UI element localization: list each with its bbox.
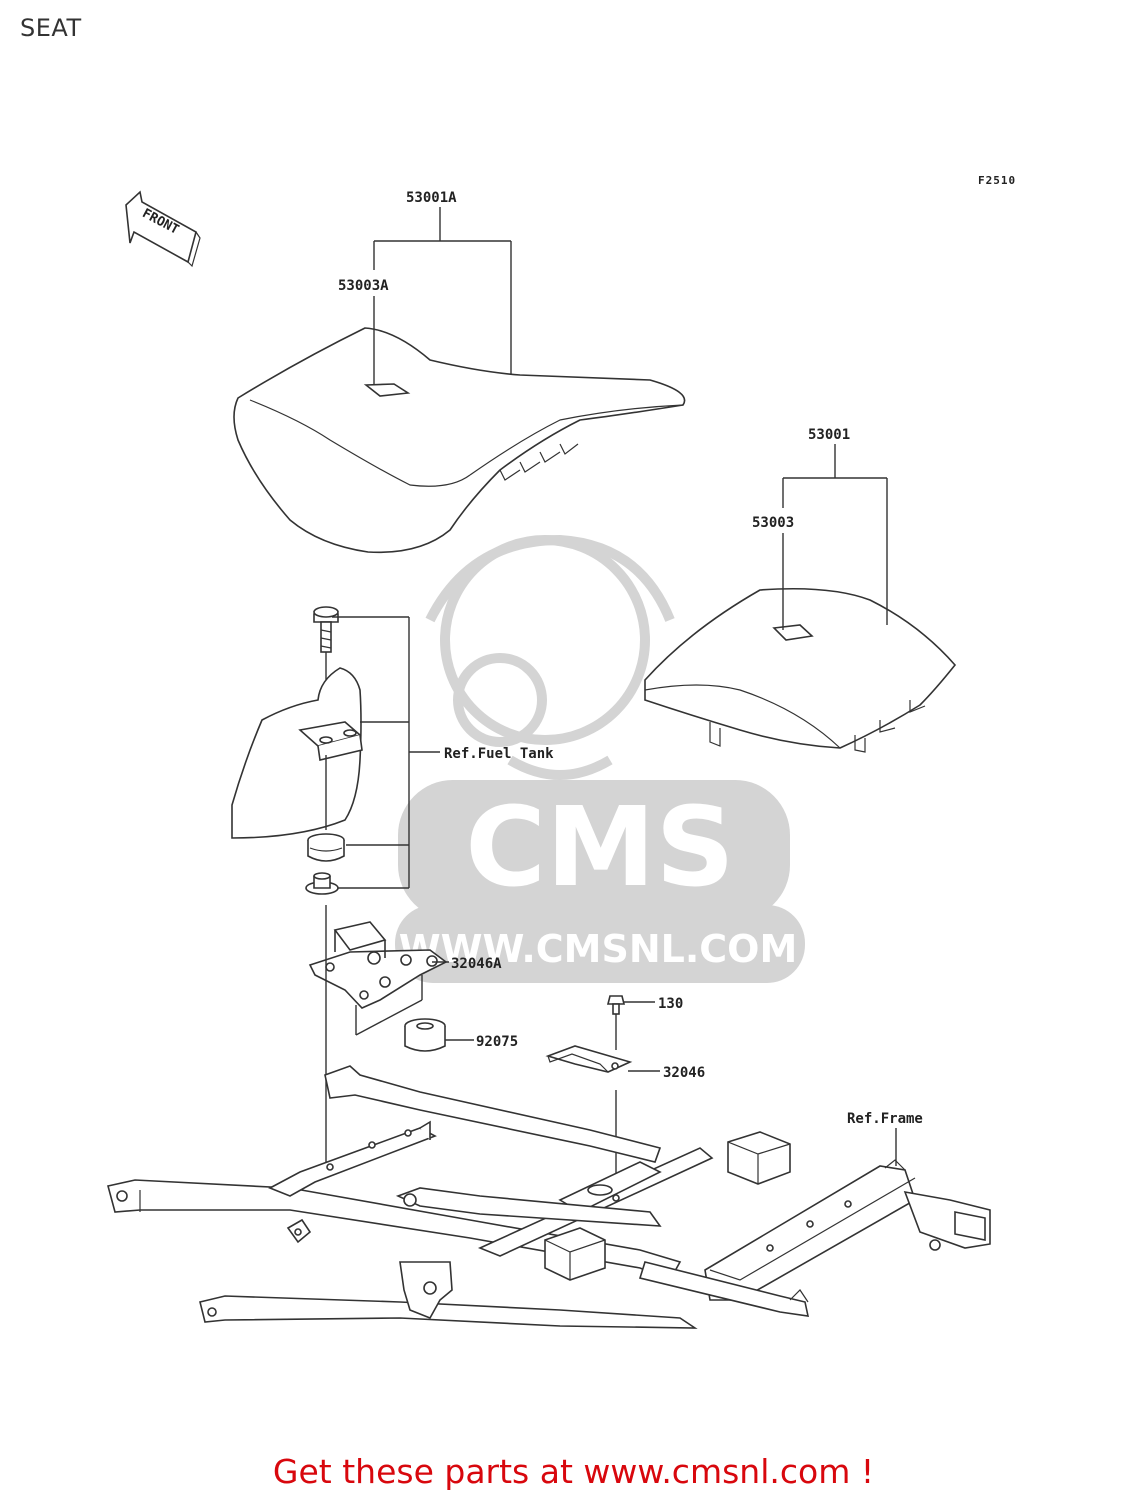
callout-53001A: 53001A: [406, 190, 457, 206]
watermark-cms-text: CMS: [465, 783, 734, 911]
watermark-badge: [398, 780, 790, 920]
callout-92075: 92075: [476, 1034, 518, 1050]
footer-link[interactable]: Get these parts at www.cmsnl.com !: [272, 1452, 875, 1491]
bracket-32046: [545, 1045, 633, 1073]
watermark-mascot-helmet: [425, 534, 675, 623]
front-direction-arrow: FRONT: [125, 190, 201, 268]
fuel-tank-bracket: [231, 667, 363, 839]
callout-53003A: 53003A: [338, 278, 389, 294]
callout-53001: 53001: [808, 427, 850, 443]
grommet: [307, 833, 345, 862]
callout-32046: 32046: [663, 1065, 705, 1081]
callout-53003: 53003: [752, 515, 794, 531]
watermark-url-text: WWW.CMSNL.COM: [399, 927, 798, 971]
watermark-url-badge: [395, 905, 805, 983]
bolt-130: [606, 995, 626, 1015]
seat-emblem: [363, 383, 411, 397]
callout-ref-frame: Ref.Frame: [847, 1111, 923, 1127]
callout-130: 130: [658, 996, 683, 1012]
rear-seat: [644, 587, 957, 753]
callout-ref-fuel-tank: Ref.Fuel Tank: [444, 746, 554, 762]
bracket-32046A: [308, 921, 448, 1009]
rubber-mount-92075: [404, 1018, 446, 1052]
collar: [305, 872, 339, 895]
callout-32046A: 32046A: [451, 956, 502, 972]
page-title: SEAT: [20, 14, 82, 42]
watermark-mascot-eye: [453, 653, 547, 747]
figure-code: F2510: [978, 174, 1016, 187]
bolt-top: [313, 606, 339, 653]
watermark-mascot-smile: [507, 755, 613, 780]
front-seat: [233, 327, 686, 554]
frame: [107, 1065, 991, 1329]
watermark-logo: CMS WWW.CMSNL.COM: [395, 534, 805, 983]
